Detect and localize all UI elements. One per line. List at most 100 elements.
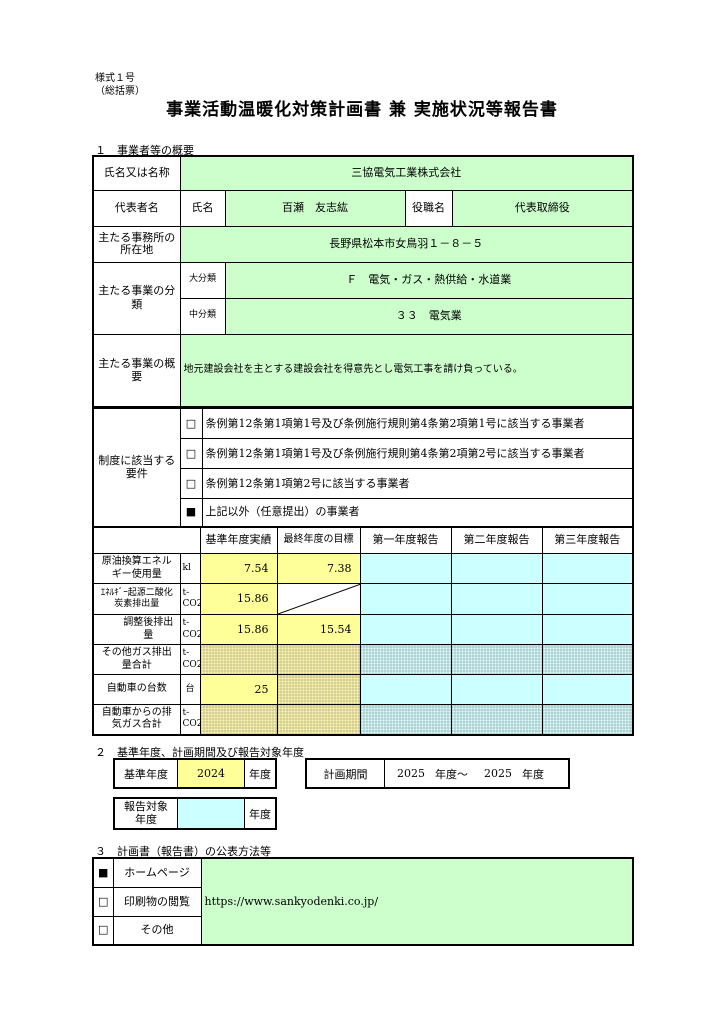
method-label: その他	[112, 915, 202, 946]
requirement-text: 上記以外（任意提出）の事業者	[201, 498, 634, 527]
year2-othergas	[450, 644, 543, 675]
year1-energy[interactable]	[359, 553, 452, 584]
row-label-adjusted: 調整後排出量	[93, 614, 181, 645]
unit-vehicles: 台	[179, 674, 201, 705]
target-adjusted[interactable]: 15.54	[276, 614, 361, 645]
plan-mid-text: 年度～	[435, 767, 468, 781]
base-energy[interactable]: 7.54	[199, 553, 278, 584]
rep-title-label: 役職名	[404, 189, 453, 227]
target-co2-disabled	[276, 583, 361, 615]
method-label: 印刷物の閲覧	[112, 886, 202, 917]
year3-othergas	[541, 644, 634, 675]
publication-url[interactable]: https://www.sankyodenki.co.jp/	[200, 857, 634, 946]
target-energy[interactable]: 7.38	[276, 553, 361, 584]
company-label: 氏名又は名称	[92, 155, 181, 191]
year3-vehicles[interactable]	[541, 674, 634, 705]
overview-table: 氏名又は名称 三協電気工業株式会社 代表者名 氏名 百瀬 友志紘 役職名 代表取…	[92, 155, 634, 408]
diagonal-strike	[278, 584, 359, 614]
row-label-co2: ｴﾈﾙｷﾞｰ起源二酸化炭素排出量	[92, 583, 181, 615]
year1-othergas	[359, 644, 452, 675]
year1-co2[interactable]	[359, 583, 452, 615]
major-value[interactable]: Ｆ 電気・ガス・熱供給・水道業	[224, 261, 634, 299]
requirement-checkbox[interactable]: □	[179, 468, 203, 499]
report-year-suffix: 年度	[244, 797, 277, 830]
page-title: 事業活動温暖化対策計画書 兼 実施状況等報告書	[166, 100, 558, 120]
year2-exhaust	[450, 704, 543, 735]
header-target: 最終年度の目標	[276, 526, 361, 554]
section3-heading: ３ 計画書（報告書）の公表方法等	[95, 845, 271, 858]
base-exhaust	[199, 704, 278, 735]
target-exhaust	[276, 704, 361, 735]
base-vehicles[interactable]: 25	[199, 674, 278, 705]
row-label-vehicles: 自動車の台数	[92, 674, 181, 705]
rep-label: 代表者名	[92, 189, 181, 227]
year3-energy[interactable]	[541, 553, 634, 584]
summary-value[interactable]: 地元建設会社を主とする建設会社を得意先とし電気工事を請け負っている。	[179, 333, 634, 408]
section1-heading: １ 事業者等の概要	[95, 144, 194, 157]
rep-name-label: 氏名	[179, 189, 226, 227]
requirement-text: 条例第12条第1項第2号に該当する事業者	[201, 468, 634, 499]
requirement-checkbox[interactable]: ■	[179, 498, 203, 527]
base-year-value[interactable]: 2024	[178, 758, 244, 789]
office-value[interactable]: 長野県松本市女鳥羽１－８－５	[179, 225, 634, 263]
header-year3: 第三年度報告	[541, 526, 634, 554]
summary-label: 主たる事業の概要	[92, 333, 181, 408]
report-year-value[interactable]	[178, 797, 244, 830]
year3-co2[interactable]	[541, 583, 634, 615]
system-label: 制度に該当する要件	[92, 408, 181, 527]
header-year2: 第二年度報告	[450, 526, 543, 554]
year2-energy[interactable]	[450, 553, 543, 584]
company-value[interactable]: 三協電気工業株式会社	[179, 155, 634, 191]
middle-value[interactable]: ３３ 電気業	[224, 297, 634, 335]
row-label-exhaust: 自動車からの排気ガス合計	[92, 704, 181, 735]
target-othergas	[276, 644, 361, 675]
method-label: ホームページ	[112, 857, 202, 888]
row-label-othergas: その他ガス排出量合計	[92, 644, 181, 675]
middle-label: 中分類	[179, 297, 226, 335]
method-checkbox[interactable]: □	[92, 886, 114, 917]
row-label-energy: 原油換算エネルギー使用量	[92, 553, 181, 584]
unit-co2: t-CO2	[179, 583, 201, 615]
form-type: （総括票）	[95, 86, 145, 97]
rep-name-value[interactable]: 百瀬 友志紘	[224, 189, 406, 227]
category-label: 主たる事業の分類	[92, 261, 181, 335]
year2-vehicles[interactable]	[450, 674, 543, 705]
base-othergas	[199, 644, 278, 675]
target-vehicles	[276, 674, 361, 705]
base-year-suffix: 年度	[244, 758, 277, 789]
year1-vehicles[interactable]	[359, 674, 452, 705]
major-label: 大分類	[179, 261, 226, 299]
base-co2[interactable]: 15.86	[199, 583, 278, 615]
plan-period-value[interactable]: 2025 年度～ 2025 年度	[385, 758, 570, 789]
year1-exhaust	[359, 704, 452, 735]
emissions-table: 基準年度実績 最終年度の目標 第一年度報告 第二年度報告 第三年度報告 原油換算…	[92, 526, 634, 736]
method-checkbox[interactable]: ■	[92, 857, 114, 888]
year3-adjusted[interactable]	[541, 614, 634, 645]
plan-end-year[interactable]: 2025	[484, 767, 512, 780]
unit-exhaust: t-CO2	[179, 704, 201, 735]
publication-table: ■ ホームページ https://www.sankyodenki.co.jp/ …	[92, 857, 634, 946]
form-number: 様式１号	[95, 73, 135, 84]
year3-exhaust	[541, 704, 634, 735]
unit-othergas: t-CO2	[179, 644, 201, 675]
plan-end-suffix: 年度	[522, 767, 544, 781]
method-checkbox[interactable]: □	[92, 915, 114, 946]
office-label: 主たる事務所の所在地	[92, 225, 181, 263]
unit-adjusted: t-CO2	[179, 614, 201, 645]
year2-adjusted[interactable]	[450, 614, 543, 645]
base-adjusted[interactable]: 15.86	[199, 614, 278, 645]
requirement-checkbox[interactable]: □	[179, 408, 203, 439]
corner-cell	[93, 526, 201, 554]
requirements-table: 制度に該当する要件 □ 条例第12条第1項第1号及び条例施行規則第4条第2項第1…	[92, 408, 634, 528]
requirement-checkbox[interactable]: □	[179, 438, 203, 469]
report-year-label: 報告対象年度	[113, 797, 178, 830]
section2-heading: ２ 基準年度、計画期間及び報告対象年度	[95, 746, 304, 759]
unit-energy: kl	[179, 553, 201, 584]
year1-adjusted[interactable]	[359, 614, 452, 645]
plan-period-label: 計画期間	[305, 758, 385, 789]
rep-title-value[interactable]: 代表取締役	[451, 189, 634, 227]
base-year-label: 基準年度	[113, 758, 178, 789]
requirement-text: 条例第12条第1項第1号及び条例施行規則第4条第2項第1号に該当する事業者	[201, 408, 634, 439]
plan-start-year[interactable]: 2025	[397, 767, 425, 780]
year2-co2[interactable]	[450, 583, 543, 615]
